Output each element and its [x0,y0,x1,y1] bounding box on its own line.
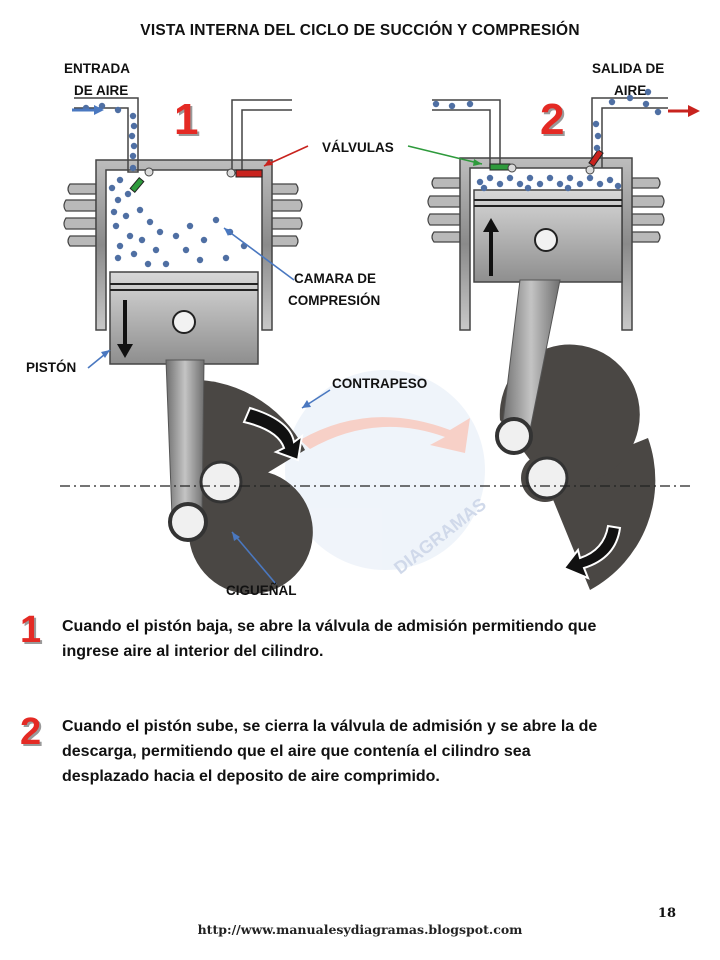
air-dot [606,176,614,184]
air-dot [130,122,138,130]
footer-url: http://www.manualesydiagramas.blogspot.c… [197,922,523,937]
air-dot [576,180,584,188]
air-dot [136,206,144,214]
air-dot [200,236,208,244]
crankshaft-1 [165,359,313,594]
air-dot [162,260,170,268]
air-dot [536,180,544,188]
step-2-line2: descarga, permitiendo que el aire que co… [62,743,531,760]
air-dot [128,132,136,140]
air-dot [146,218,154,226]
air-dot [124,190,132,198]
diagram-number-2-shadow: 2 [542,97,566,146]
label-camara-line2: COMPRESIÓN [288,293,381,308]
air-dot [116,242,124,250]
air-dot [626,94,634,102]
air-dot [130,250,138,258]
diagram-number-1-shadow: 1 [176,97,200,146]
crankshaft-2 [495,279,656,590]
step-2-line3: desplazado hacia el deposito de aire com… [62,768,440,785]
label-salida-line1: SALIDA DE [592,61,665,76]
air-dot [130,142,138,150]
label-entrada-line1: ENTRADA [64,61,130,76]
air-dot [516,180,524,188]
air-dot [212,216,220,224]
air-dot [556,180,564,188]
label-valvulas: VÁLVULAS [322,140,394,155]
diagram-number-1: 1 [174,95,198,144]
air-dot [172,232,180,240]
air-dot [642,100,650,108]
air-dot [116,176,124,184]
label-salida-line2: AIRE [614,83,647,98]
compressor-diagram: DIAGRAMAS [60,88,700,594]
step-1-number: 1 [20,609,42,651]
air-dot [129,112,137,120]
air-dot [156,228,164,236]
air-dot [564,184,572,192]
air-dot [524,184,532,192]
air-dot [122,212,130,220]
page-title: VISTA INTERNA DEL CICLO DE SUCCIÓN Y COM… [140,22,580,39]
step-1-line2: ingrese aire al interior del cilindro. [62,643,324,660]
air-dot [526,174,534,182]
step-1-text: Cuando el pistón baja, se abre la válvul… [62,614,682,664]
air-dot [222,254,230,262]
air-dot [432,100,440,108]
air-dot [466,100,474,108]
air-dot [654,108,662,116]
label-contrapeso: CONTRAPESO [332,376,428,391]
page-number: 18 [657,906,676,921]
cylinder-1 [63,97,303,365]
pointer-arrows [72,105,700,585]
air-dot [592,120,600,128]
air-dot [152,246,160,254]
air-dot [114,254,122,262]
air-dot [114,106,122,114]
air-dot [448,102,456,110]
label-camara-line1: CAMARA DE [294,271,376,286]
air-dot [480,184,488,192]
step-2-number: 2 [20,711,42,753]
air-dot [108,184,116,192]
air-dot [593,144,601,152]
air-dot [594,132,602,140]
air-dot [476,178,484,186]
air-dot [614,182,622,190]
air-dot [98,102,106,110]
air-dots-cylinder-2 [432,88,662,192]
air-dot [506,174,514,182]
air-dot [196,256,204,264]
air-dot [126,232,134,240]
air-dot [596,180,604,188]
air-dots-cylinder-1 [82,102,248,268]
watermark: DIAGRAMAS [285,370,490,578]
air-dot [182,246,190,254]
cylinder-2 [427,97,668,331]
air-dot [138,236,146,244]
label-cigueñal: CIGUEÑAL [226,583,297,598]
air-dot [566,174,574,182]
label-piston: PISTÓN [26,360,77,375]
air-dot [546,174,554,182]
diagram-number-2: 2 [540,95,564,144]
air-dot [112,222,120,230]
label-entrada-line2: DE AIRE [74,83,129,98]
air-dot [644,88,652,96]
air-dot [608,98,616,106]
step-1-line1: Cuando el pistón baja, se abre la válvul… [62,618,597,635]
air-dot [586,174,594,182]
step-2-text: Cuando el pistón sube, se cierra la válv… [62,714,682,789]
step-2-line1: Cuando el pistón sube, se cierra la válv… [62,718,598,735]
air-dot [110,208,118,216]
air-dot [496,180,504,188]
air-dot [144,260,152,268]
air-dot [129,152,137,160]
air-dot [486,174,494,182]
air-dot [186,222,194,230]
air-dot [129,164,137,172]
air-dot [114,196,122,204]
